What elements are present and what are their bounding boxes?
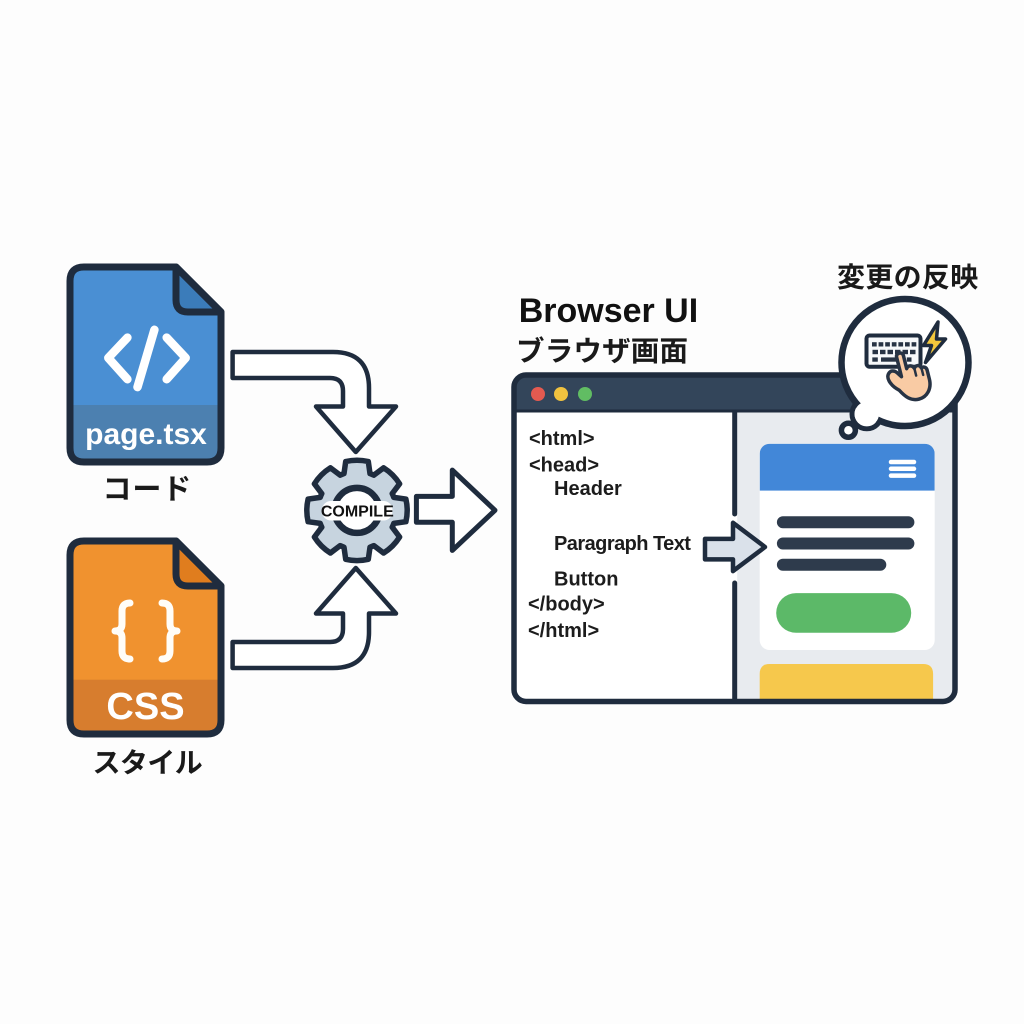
svg-text:</body>: </body>: [528, 594, 605, 616]
svg-text:Paragraph Text: Paragraph Text: [554, 533, 691, 555]
svg-text:CSS: CSS: [106, 686, 184, 728]
svg-text:page.tsx: page.tsx: [85, 418, 207, 451]
svg-text:Browser UI: Browser UI: [519, 292, 699, 330]
svg-text:Header: Header: [554, 478, 622, 500]
svg-text:<html>: <html>: [529, 428, 595, 450]
svg-text:<head>: <head>: [529, 455, 599, 477]
svg-text:COMPILE: COMPILE: [321, 504, 394, 521]
svg-text:</html>: </html>: [528, 620, 599, 642]
svg-text:Button: Button: [554, 569, 618, 591]
